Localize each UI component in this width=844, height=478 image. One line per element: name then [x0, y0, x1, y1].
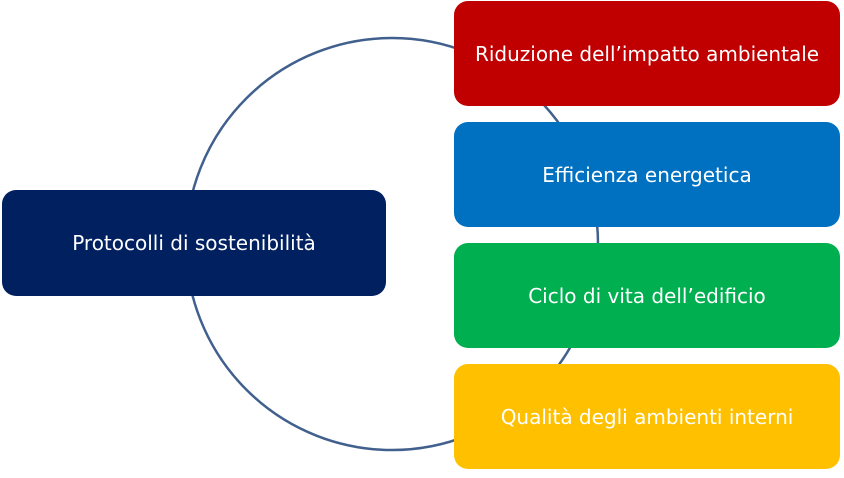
item-node-indoor-quality: Qualità degli ambienti interni [454, 364, 840, 469]
center-node: Protocolli di sostenibilità [2, 190, 386, 296]
item-node-label: Qualità degli ambienti interni [500, 404, 794, 429]
item-node-label: Riduzione dell’impatto ambientale [474, 41, 820, 66]
item-node-building-lifecycle: Ciclo di vita dell’edificio [454, 243, 840, 348]
item-node-energy-efficiency: Efficienza energetica [454, 122, 840, 227]
center-node-label: Protocolli di sostenibilità [72, 231, 316, 255]
item-node-environmental-impact: Riduzione dell’impatto ambientale [454, 1, 840, 106]
item-node-label: Ciclo di vita dell’edificio [528, 283, 766, 308]
item-node-label: Efficienza energetica [542, 162, 752, 187]
